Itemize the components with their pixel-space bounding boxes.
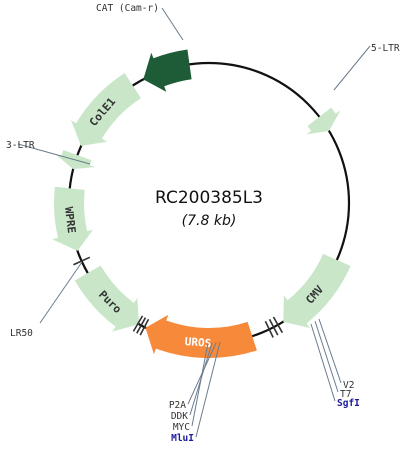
feature-puro-arrow	[74, 265, 139, 332]
tick-sgfi	[264, 320, 274, 338]
plasmid-name: RC200385L3	[155, 188, 263, 208]
feature-wpre-arrow	[52, 186, 94, 251]
leader-v2	[318, 318, 342, 384]
tick-p2a	[139, 318, 150, 336]
feature-cat-arrow	[143, 49, 192, 92]
feature-uros-label: UROS	[184, 335, 211, 350]
label-lr50: LR50	[10, 328, 33, 339]
label-mlui: MluI	[171, 433, 194, 444]
outer-labels: CAT (Cam-r)5-LTR3-LTRLR50V2T7SgfIP2ADDKM…	[6, 3, 400, 444]
label-sgfi: SgfI	[337, 398, 360, 409]
leader-sgfi	[310, 323, 336, 402]
leader-ltr5	[333, 45, 371, 91]
feature-wpre-label: WPRE	[62, 206, 78, 234]
feature-cole1-arrow	[70, 73, 141, 147]
feature-uros-arrow	[145, 314, 257, 358]
leader-mlui	[195, 341, 221, 438]
tick-myc	[132, 315, 144, 332]
label-p2a: P2A	[169, 400, 186, 411]
leader-lr50	[39, 261, 83, 324]
leader-ltr3	[17, 143, 91, 165]
label-v2: V2	[343, 380, 354, 391]
label-ddk: DDK	[171, 411, 188, 422]
label-ltr5: 5-LTR	[371, 43, 400, 54]
leader-cat	[161, 7, 184, 41]
feature-cmv-arrow	[283, 253, 351, 329]
label-ltr3: 3-LTR	[6, 140, 35, 151]
tick-t7	[268, 318, 279, 336]
label-cat: CAT (Cam-r)	[96, 3, 159, 14]
plasmid-size: (7.8 kb)	[182, 213, 237, 229]
leader-t7	[314, 320, 339, 393]
label-t7: T7	[340, 389, 351, 400]
label-myc: MYC	[173, 422, 190, 433]
feature-ltr5-arrow	[306, 107, 341, 135]
leader-myc	[191, 342, 209, 427]
site-ticks	[73, 256, 284, 338]
leader-lines	[17, 7, 371, 438]
tick-ddk	[136, 317, 147, 334]
tick-v2	[272, 316, 284, 334]
tick-lr50	[73, 256, 91, 266]
